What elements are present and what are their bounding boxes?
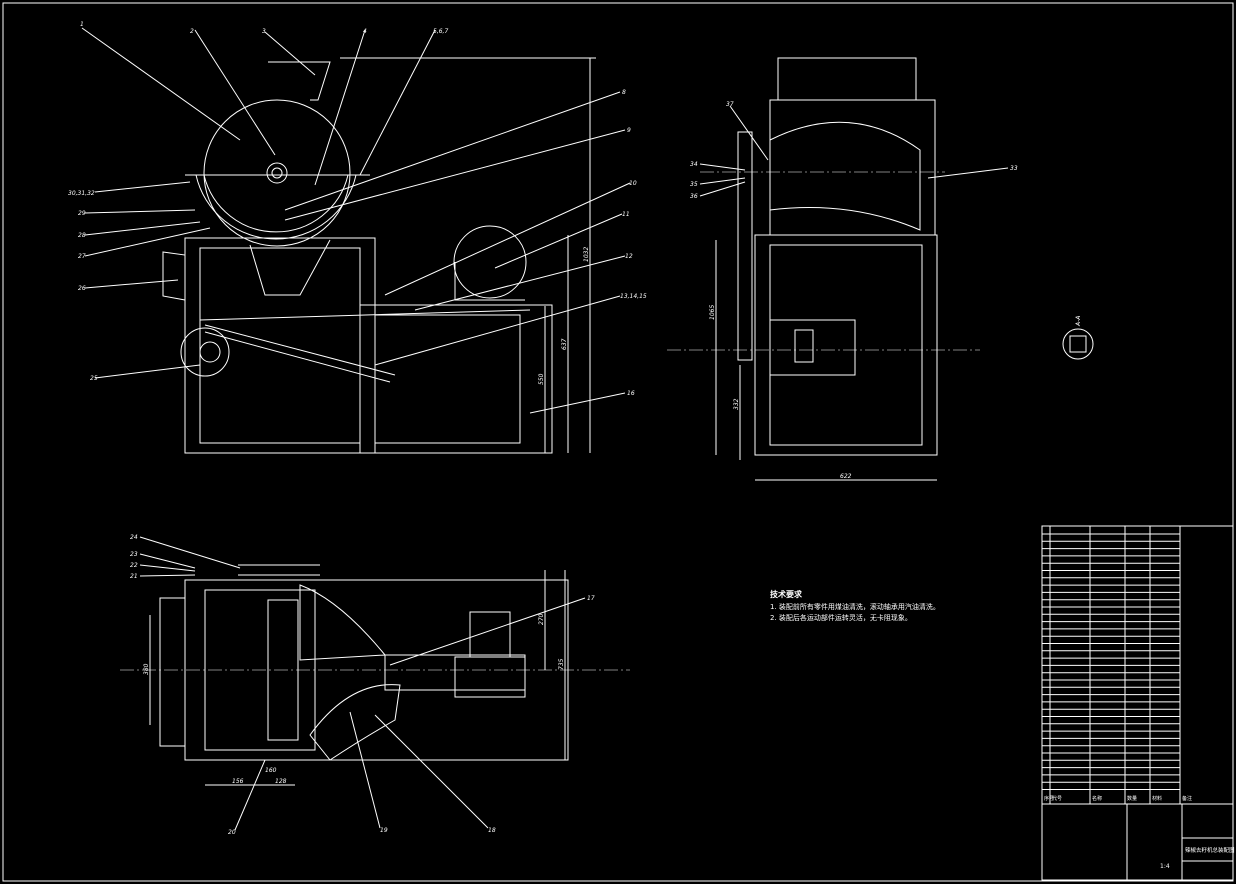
label-37: 37 [726, 101, 734, 108]
dim-160: 160 [265, 767, 277, 774]
dim-1065: 1065 [709, 305, 716, 320]
parts-header: 代号 [1052, 795, 1062, 802]
dim-156: 156 [232, 778, 244, 785]
tech-requirements: 技术要求 1. 装配前所有零件用煤油清洗，滚动轴承用汽油清洗。 2. 装配后各运… [770, 589, 940, 622]
dim-128: 128 [275, 778, 287, 785]
label-34: 34 [690, 161, 698, 168]
label-29: 29 [78, 210, 86, 217]
scale: 1:4 [1160, 863, 1170, 870]
label-3: 3 [262, 28, 266, 35]
dim-height: 1032 [583, 247, 590, 262]
label-17: 17 [587, 595, 595, 602]
label-26: 26 [78, 285, 86, 292]
label-24: 24 [130, 534, 138, 541]
label-11: 11 [622, 211, 630, 218]
top-view: 270 735 380 156 128 160 24 23 22 21 17 1… [120, 534, 630, 836]
drawing-title: 辣椒去籽机总装配图 [1185, 846, 1235, 854]
front-view: 1032 637 550 1 2 3 4 5,6,7 8 9 10 11 12 … [68, 21, 647, 454]
label-21: 21 [130, 573, 138, 580]
label-5-6-7: 5,6,7 [433, 28, 448, 35]
label-18: 18 [488, 827, 496, 834]
label-22: 22 [130, 562, 138, 569]
label-2: 2 [190, 28, 194, 35]
parts-header: 备注 [1182, 795, 1192, 802]
label-20: 20 [228, 829, 236, 836]
label-16: 16 [627, 390, 635, 397]
parts-header: 材料 [1152, 795, 1162, 802]
dim-332: 332 [733, 398, 740, 410]
label-36: 36 [690, 193, 698, 200]
label-4: 4 [363, 28, 367, 35]
tech-item-1: 1. 装配前所有零件用煤油清洗，滚动轴承用汽油清洗。 [770, 602, 940, 611]
label-25: 25 [90, 375, 98, 382]
label-19: 19 [380, 827, 388, 834]
dim-380: 380 [143, 663, 150, 675]
side-view: 1065 332 622 37 34 35 36 33 [667, 57, 1018, 481]
label-12: 12 [625, 253, 633, 260]
label-30-31-32: 30,31,32 [68, 190, 95, 197]
label-1: 1 [80, 21, 84, 28]
label-33: 33 [1010, 165, 1018, 172]
tech-title: 技术要求 [770, 589, 803, 599]
parts-header: 名称 [1092, 795, 1102, 802]
label-23: 23 [130, 551, 138, 558]
label-28: 28 [78, 232, 86, 239]
label-35: 35 [690, 181, 698, 188]
section-label: A-A [1075, 316, 1082, 327]
label-13-14-15: 13,14,15 [620, 293, 647, 300]
dim-550: 550 [538, 373, 545, 385]
label-27: 27 [78, 253, 86, 260]
dim-622: 622 [840, 473, 852, 480]
dim-270: 270 [538, 613, 545, 625]
dim-735: 735 [558, 658, 565, 670]
dim-637: 637 [561, 338, 568, 350]
parts-header: 数量 [1127, 795, 1137, 802]
parts-header: 序号 [1044, 795, 1054, 802]
label-8: 8 [622, 89, 626, 96]
label-9: 9 [627, 127, 631, 134]
section-detail: A-A [1062, 316, 1094, 360]
tech-item-2: 2. 装配后各运动部件运转灵活，无卡阻现象。 [770, 613, 912, 622]
label-10: 10 [629, 180, 637, 187]
